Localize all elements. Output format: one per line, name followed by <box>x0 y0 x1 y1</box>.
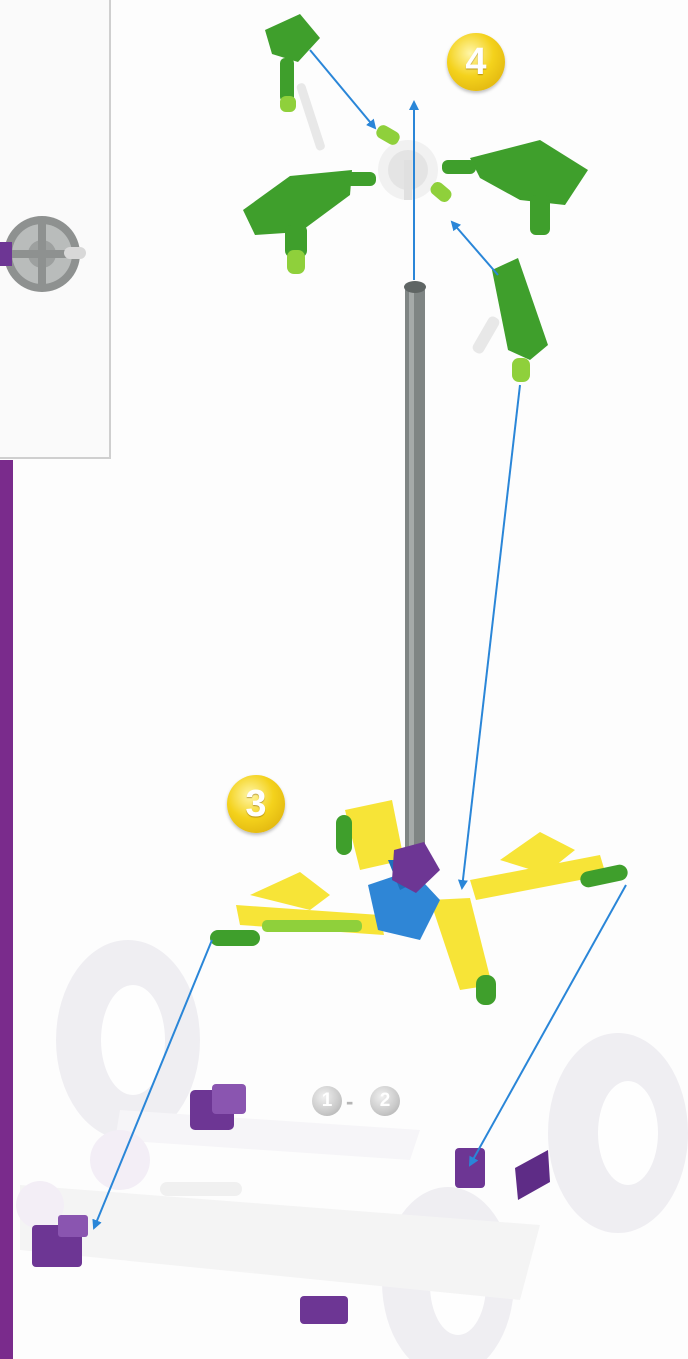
yellow-right-arm <box>470 832 629 900</box>
white-center-connector <box>378 140 438 200</box>
green-frond-right <box>442 140 588 235</box>
step-3-badge: 3 <box>227 775 285 833</box>
rear-right-wheel <box>548 1033 688 1233</box>
step-4-badge: 4 <box>447 33 505 91</box>
rear-left-wheel <box>56 940 200 1140</box>
arrow-frond-to-base <box>462 385 520 888</box>
yellow-left-arm <box>210 872 384 946</box>
green-frond-top-left <box>265 14 326 151</box>
green-frond-left <box>243 170 376 274</box>
faded-base-model <box>16 940 688 1359</box>
reference-step-from-badge: 1 <box>312 1086 342 1116</box>
arrow-top-left-frond <box>310 50 375 128</box>
long-grey-rod <box>404 281 426 865</box>
reference-step-to-badge: 2 <box>370 1086 400 1116</box>
arrow-lower-right-frond <box>452 222 498 275</box>
reference-separator: - <box>346 1089 353 1115</box>
yellow-front-arm <box>430 898 496 1005</box>
green-frond-lower-right <box>471 258 548 382</box>
